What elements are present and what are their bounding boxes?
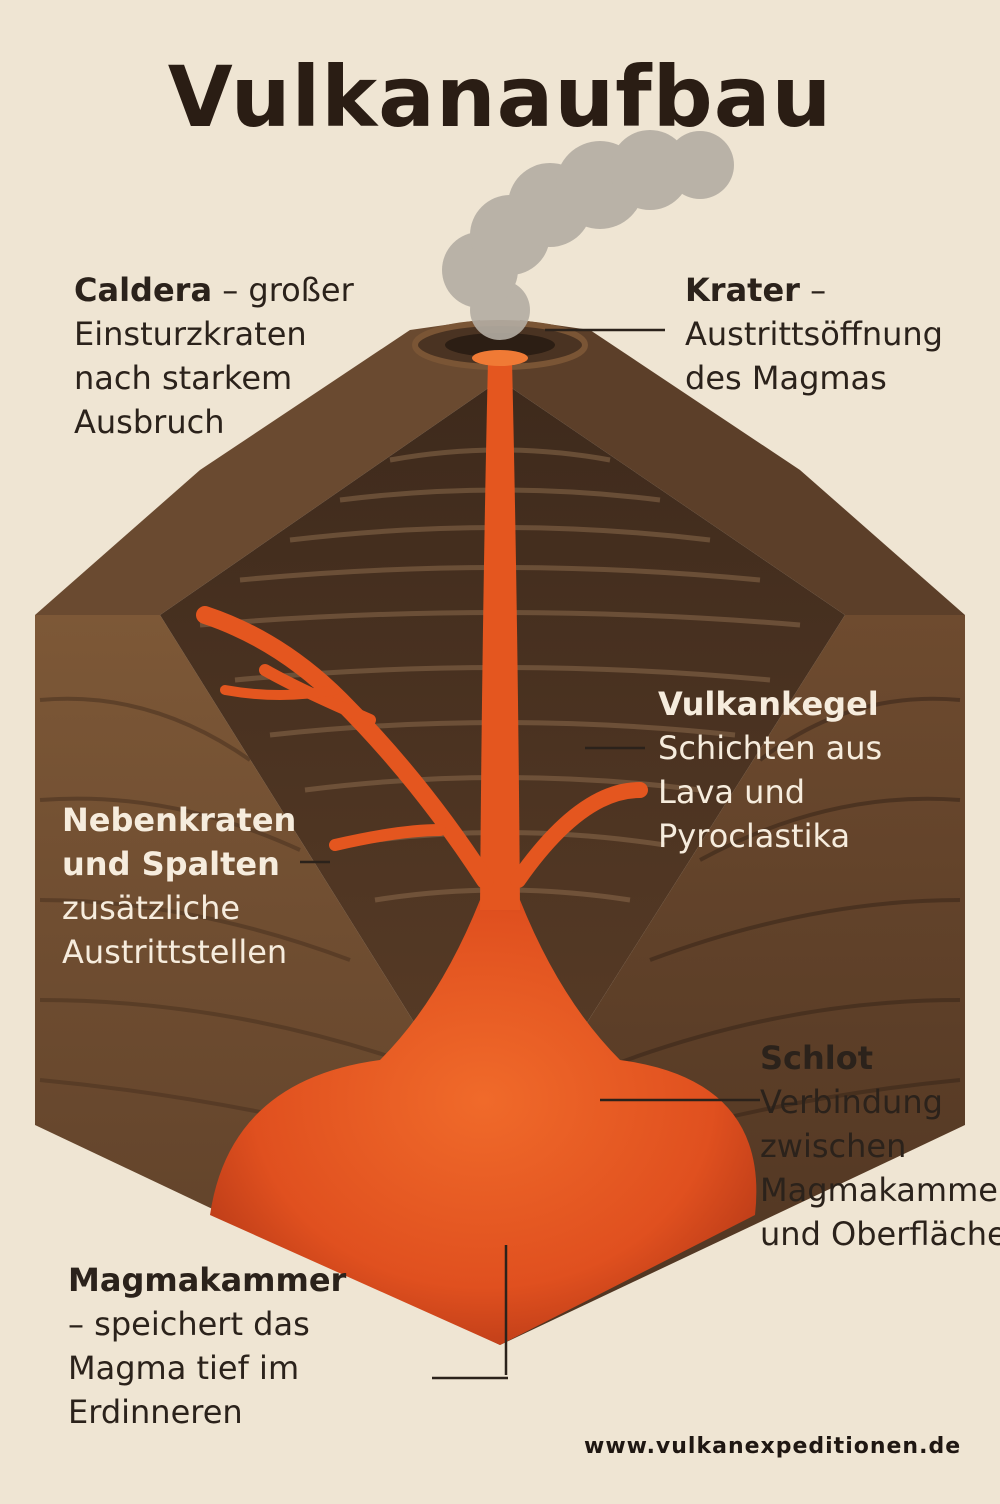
label-caldera: Caldera – großer Einsturzkraten nach sta… bbox=[74, 268, 354, 444]
krater-heading: Krater bbox=[685, 271, 800, 309]
caldera-line: Ausbruch bbox=[74, 403, 225, 441]
schlot-line: Magmakammer bbox=[760, 1171, 1000, 1209]
schlot-heading: Schlot bbox=[760, 1039, 874, 1077]
krater-line: Austrittsöffnung bbox=[685, 315, 943, 353]
vulkankegel-line: Schichten aus bbox=[658, 729, 883, 767]
vulkankegel-line: Pyroclastika bbox=[658, 817, 851, 855]
smoke-plume bbox=[442, 130, 734, 340]
label-vulkankegel: Vulkankegel Schichten aus Lava und Pyroc… bbox=[658, 682, 882, 858]
label-magmakammer: Magmakammer – speichert das Magma tief i… bbox=[68, 1258, 346, 1434]
magmakammer-line: – speichert das bbox=[68, 1305, 310, 1343]
nebenkrater-line: zusätzliche bbox=[62, 889, 241, 927]
magmakammer-line: Erdinneren bbox=[68, 1393, 243, 1431]
krater-heading-rest: – bbox=[799, 271, 827, 309]
label-krater: Krater – Austrittsöffnung des Magmas bbox=[685, 268, 943, 400]
caldera-line: nach starkem bbox=[74, 359, 293, 397]
schlot-line: zwischen bbox=[760, 1127, 907, 1165]
crater-opening bbox=[445, 333, 555, 357]
krater-line: des Magmas bbox=[685, 359, 887, 397]
caldera-heading-rest: – großer bbox=[212, 271, 354, 309]
side-vents bbox=[196, 606, 648, 889]
magmakammer-line: Magma tief im bbox=[68, 1349, 300, 1387]
vulkankegel-heading: Vulkankegel bbox=[658, 685, 879, 723]
magmakammer-heading: Magmakammer bbox=[68, 1261, 347, 1299]
magma-chamber bbox=[210, 900, 757, 1345]
caldera-heading: Caldera bbox=[74, 271, 213, 309]
nebenkrater-line: Austrittstellen bbox=[62, 933, 288, 971]
main-vent bbox=[480, 360, 520, 910]
volcano-slope-left bbox=[35, 320, 500, 615]
nebenkrater-heading: Nebenkraten bbox=[62, 801, 297, 839]
left-strata bbox=[39, 696, 461, 1162]
caldera-line: Einsturzkraten bbox=[74, 315, 307, 353]
page-title: Vulkanaufbau bbox=[167, 48, 833, 146]
vent-top-glow bbox=[472, 350, 528, 366]
label-schlot: Schlot Verbindung zwischen Magmakammer u… bbox=[760, 1036, 1000, 1256]
schlot-line: und Oberfläche bbox=[760, 1215, 1000, 1253]
leader-lines bbox=[300, 328, 760, 1380]
schlot-line: Verbindung bbox=[760, 1083, 943, 1121]
footer-url: www.vulkanexpeditionen.de bbox=[584, 1434, 962, 1459]
vulkankegel-line: Lava und bbox=[658, 773, 806, 811]
label-nebenkrater: Nebenkraten und Spalten zusätzliche Aust… bbox=[62, 798, 296, 974]
nebenkrater-heading: und Spalten bbox=[62, 845, 280, 883]
volcano-slope-right bbox=[500, 320, 965, 615]
